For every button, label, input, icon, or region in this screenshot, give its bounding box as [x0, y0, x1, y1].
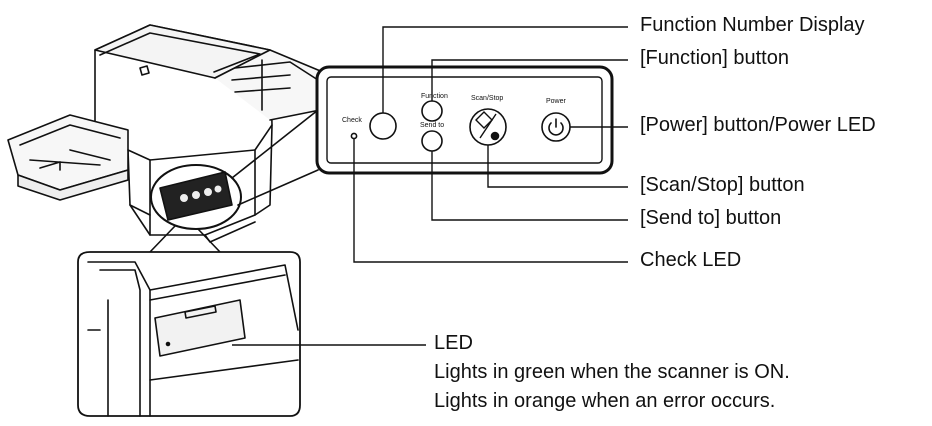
function-number-display-circle — [369, 112, 397, 140]
callout-function-number-display: Function Number Display — [640, 14, 865, 36]
send-to-button-circle — [421, 130, 443, 152]
callout-led-title: LED — [434, 332, 473, 354]
check-led-dot — [350, 132, 358, 140]
function-button-circle — [421, 100, 443, 122]
scanner-illustration — [7, 24, 331, 243]
leader-function-button — [431, 59, 628, 101]
panel-label-send-to: Send to — [420, 122, 444, 129]
operator-panel — [315, 65, 614, 175]
callout-power-button: [Power] button/Power LED — [640, 114, 876, 136]
zoom-circle — [150, 164, 242, 230]
leader-check-led — [353, 139, 628, 263]
panel-labels: Check Function Send to Scan/Stop Power — [342, 93, 567, 129]
leader-function-number-display — [382, 26, 628, 113]
callout-check-led: Check LED — [640, 249, 742, 271]
callout-function-button: [Function] button — [640, 47, 789, 69]
callout-send-to-button: [Send to] button — [640, 207, 782, 229]
led-closeup-inset — [77, 251, 301, 417]
panel-label-power: Power — [546, 98, 567, 105]
power-icon — [548, 118, 564, 136]
callout-led-green: Lights in green when the scanner is ON. — [434, 361, 790, 383]
leader-scan-stop-button — [487, 145, 628, 188]
panel-label-check: Check — [342, 117, 362, 124]
panel-label-function: Function — [421, 93, 448, 100]
scan-stop-icon — [475, 111, 500, 141]
panel-label-scan-stop: Scan/Stop — [471, 95, 503, 102]
leader-lines — [232, 26, 628, 346]
callout-scan-stop-button: [Scan/Stop] button — [640, 174, 805, 196]
leader-send-to-button — [431, 151, 628, 221]
callout-led-orange: Lights in orange when an error occurs. — [434, 390, 776, 412]
